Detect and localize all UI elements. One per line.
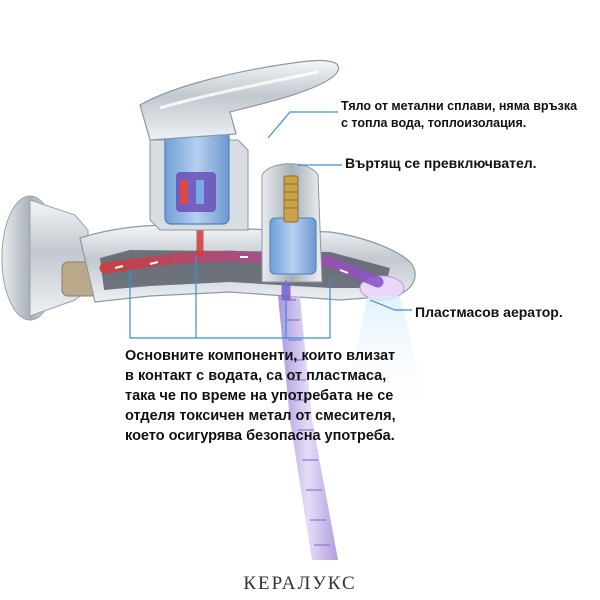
callout-components-line1: Основните компоненти, които влизат	[125, 348, 396, 364]
leader-lines	[129, 111, 412, 339]
callout-components-line2: в контакт с водата, са от пластмаса,	[125, 368, 387, 384]
brand-logo: КЕРАЛУКС	[243, 573, 357, 594]
wall-escutcheon	[1, 195, 105, 321]
shower-hose	[278, 296, 338, 560]
water-stream	[340, 296, 430, 420]
callout-plastic-aerator: Пластмасов аератор.	[415, 304, 563, 320]
callout-rotating-switch: Въртящ се превключвател.	[345, 155, 537, 171]
callout-components-line3: така че по време на употребата не се	[125, 388, 394, 404]
lever-handle	[139, 59, 339, 141]
mixing-cartridge	[149, 107, 249, 231]
leader-body	[267, 111, 338, 139]
callout-components-line4: отделя токсичен метал от смесителя,	[125, 408, 396, 424]
diverter-switch	[261, 163, 323, 283]
callout-metal-body-line2: с топла вода, топлоизолация.	[341, 116, 527, 130]
leader-aerator	[369, 299, 412, 311]
callout-metal-body-line1: Тяло от метални сплави, няма връзка	[341, 99, 578, 113]
callout-metal-body: Тяло от метални сплави, няма връзка с то…	[341, 98, 591, 132]
callout-plastic-components: Основните компоненти, които влизат в кон…	[125, 346, 455, 446]
leader-components	[129, 256, 331, 339]
callout-components-line5: което осигурява безопасна употреба.	[125, 428, 395, 444]
